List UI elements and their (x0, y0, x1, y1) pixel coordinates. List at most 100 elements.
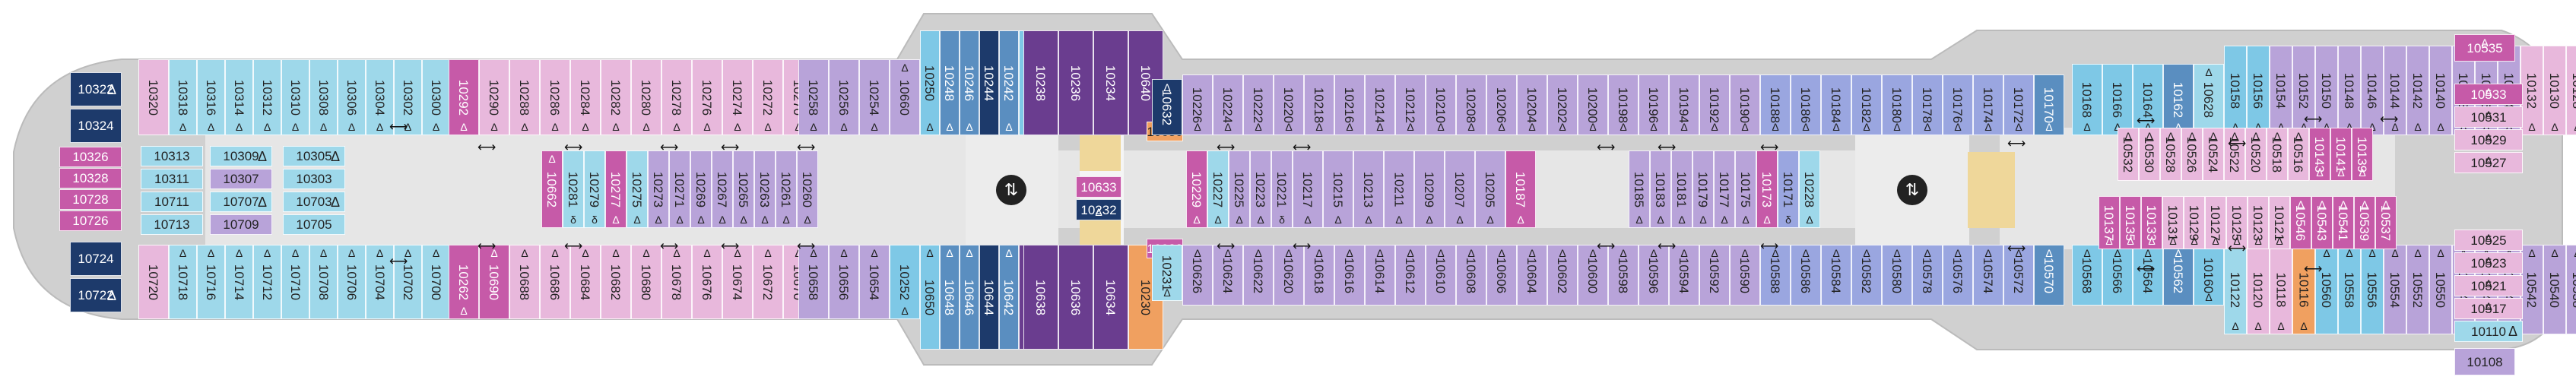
cabin-10720[interactable]: 10720 (138, 245, 169, 319)
cabin-10320[interactable]: 10320 (138, 59, 169, 135)
cabin-10328[interactable]: 10328 (59, 168, 122, 188)
cabin-10633[interactable]: 10633 (1076, 176, 1121, 198)
cabin-10128[interactable]: 10128Δ (2566, 46, 2576, 135)
cabin-10313[interactable]: 10313 (141, 146, 203, 166)
cabin-10709[interactable]: 10709 (210, 214, 272, 235)
cabin-10244[interactable]: 10244 (979, 30, 999, 135)
cabin-10644[interactable]: 10644 (979, 245, 999, 350)
cabin-10634[interactable]: 10634 (1093, 245, 1128, 350)
cabin-10711[interactable]: 10711 (141, 192, 203, 212)
